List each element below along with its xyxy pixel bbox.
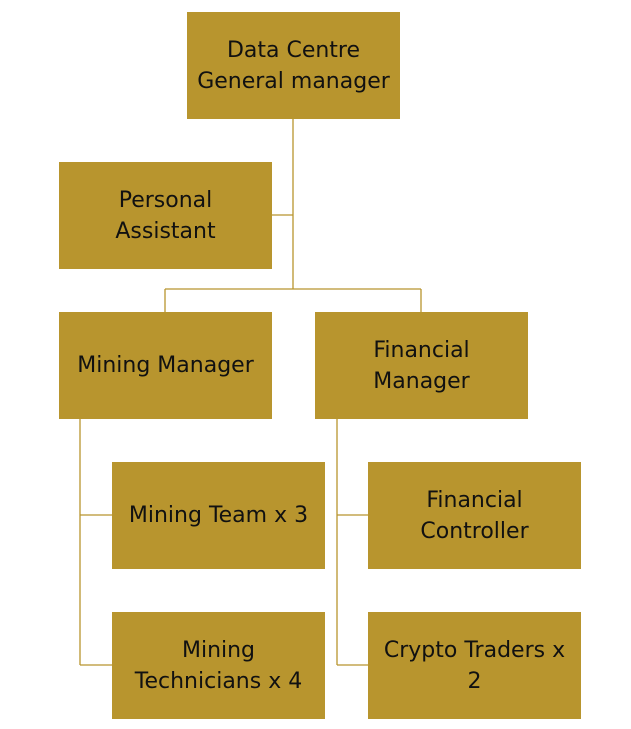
- mining-team-line1: Mining Team x 3: [128, 503, 309, 528]
- general-manager-line1: Data Centre: [226, 37, 361, 63]
- mining-technicians-box: Mining Technicians x 4: [112, 612, 325, 719]
- crypto-traders-line1: Crypto Traders x: [383, 637, 566, 663]
- general-manager-box: Data Centre General manager: [187, 12, 400, 119]
- general-manager-line2: General manager: [197, 68, 390, 94]
- financial-manager-line1: Financial: [373, 337, 470, 363]
- financial-controller-line2: Controller: [420, 518, 529, 544]
- financial-controller-line1: Financial: [426, 487, 523, 513]
- personal-assistant-line1: Personal: [118, 187, 213, 213]
- crypto-traders-line2: 2: [467, 668, 482, 694]
- personal-assistant-line2: Assistant: [115, 218, 216, 244]
- mining-manager-box: Mining Manager: [59, 312, 272, 419]
- mining-technicians-line1: Mining: [181, 637, 256, 663]
- financial-manager-box: Financial Manager: [315, 312, 528, 419]
- personal-assistant-box: Personal Assistant: [59, 162, 272, 269]
- financial-controller-box: Financial Controller: [368, 462, 581, 569]
- financial-manager-line2: Manager: [373, 368, 470, 394]
- crypto-traders-box: Crypto Traders x 2: [368, 612, 581, 719]
- mining-team-box: Mining Team x 3: [112, 462, 325, 569]
- mining-manager-line1: Mining Manager: [77, 353, 254, 378]
- mining-technicians-line2: Technicians x 4: [134, 668, 303, 694]
